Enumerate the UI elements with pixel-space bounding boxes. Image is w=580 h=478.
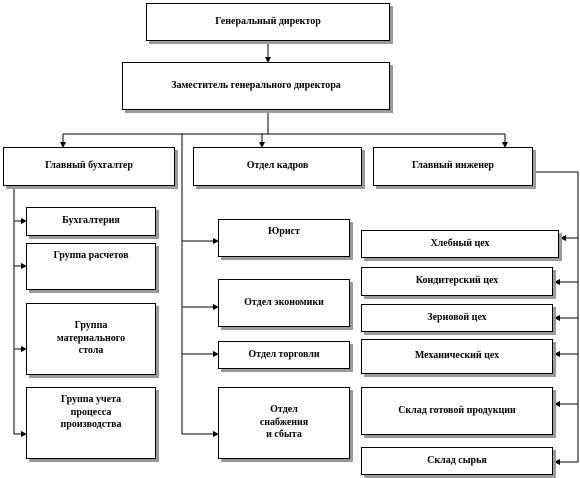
- finished-goods-warehouse-box: Склад готовой продукции: [361, 387, 553, 435]
- production-accounting-group-box: Группа учета процесса производства: [26, 387, 156, 459]
- hr-dept-box: Отдел кадров: [193, 147, 362, 186]
- chief-engineer-label: Главный инженер: [412, 160, 494, 172]
- director-box: Генеральный директор: [146, 3, 390, 41]
- confectionery-shop-box: Кондитерский цех: [361, 267, 553, 296]
- chief-accountant-label: Главный бухгалтер: [45, 160, 133, 172]
- hr-dept-label: Отдел кадров: [246, 160, 309, 172]
- trade-dept-label: Отдел торговли: [248, 348, 320, 360]
- director-label: Генеральный директор: [215, 15, 321, 27]
- accounting-box: Бухгалтерия: [26, 207, 156, 236]
- supply-sales-dept-box: Отдел снабжения и сбыта: [218, 387, 350, 459]
- mechanical-shop-label: Механический цех: [414, 350, 500, 362]
- bread-shop-label: Хлебный цех: [430, 237, 490, 249]
- deputy-box: Заместитель генерального директора: [122, 62, 390, 110]
- raw-materials-warehouse-box: Склад сырья: [361, 447, 553, 475]
- production-accounting-group-label: Группа учета процесса производства: [60, 394, 122, 430]
- accounting-label: Бухгалтерия: [62, 215, 120, 227]
- raw-materials-warehouse-label: Склад сырья: [427, 454, 487, 466]
- materials-group-box: Группа материального стола: [26, 303, 156, 375]
- chief-accountant-box: Главный бухгалтер: [3, 147, 175, 186]
- settlements-group-box: Группа расчетов: [26, 243, 156, 290]
- settlements-group-label: Группа расчетов: [53, 250, 129, 261]
- confectionery-shop-label: Кондитерский цех: [415, 275, 499, 287]
- mechanical-shop-box: Механический цех: [361, 339, 553, 374]
- deputy-label: Заместитель генерального директора: [171, 79, 341, 91]
- chief-engineer-box: Главный инженер: [373, 147, 533, 186]
- materials-group-label: Группа материального стола: [56, 320, 126, 357]
- lawyer-label: Юрист: [268, 226, 300, 237]
- trade-dept-box: Отдел торговли: [218, 341, 350, 369]
- grain-shop-label: Зерновой цех: [427, 311, 487, 323]
- finished-goods-warehouse-label: Склад готовой продукции: [398, 404, 516, 416]
- economics-dept-box: Отдел экономики: [218, 279, 350, 327]
- supply-sales-dept-label: Отдел снабжения и сбыта: [259, 404, 309, 441]
- lawyer-box: Юрист: [218, 219, 350, 257]
- economics-dept-label: Отдел экономики: [244, 296, 324, 308]
- bread-shop-box: Хлебный цех: [361, 230, 559, 258]
- grain-shop-box: Зерновой цех: [361, 304, 553, 332]
